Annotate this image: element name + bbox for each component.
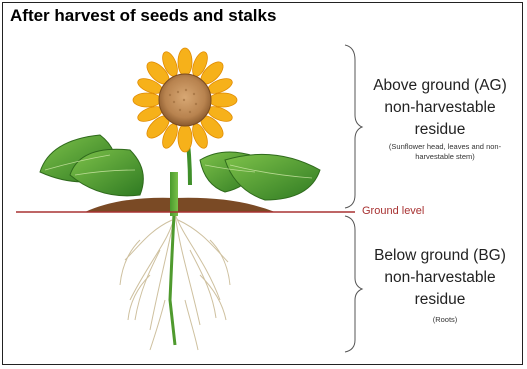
- ground-level-label: Ground level: [362, 205, 424, 217]
- soil-mound: [85, 198, 275, 212]
- below-ground-label: Below ground (BG) non-harvestable residu…: [365, 245, 515, 311]
- above-ground-line3: residue: [365, 119, 515, 141]
- brace-icon: [345, 45, 362, 208]
- main-stem: [170, 172, 178, 216]
- above-ground-line1: Above ground (AG): [365, 75, 515, 97]
- roots-illustration: [120, 214, 230, 350]
- below-ground-line3: residue: [365, 289, 515, 311]
- brace-icon: [345, 216, 362, 352]
- above-ground-note: (Sunflower head, leaves and non-harvesta…: [370, 142, 520, 162]
- below-ground-line2: non-harvestable: [365, 267, 515, 289]
- above-ground-label: Above ground (AG) non-harvestable residu…: [365, 75, 515, 141]
- above-ground-line2: non-harvestable: [365, 97, 515, 119]
- below-ground-line1: Below ground (BG): [365, 245, 515, 267]
- below-ground-note: (Roots): [370, 315, 520, 325]
